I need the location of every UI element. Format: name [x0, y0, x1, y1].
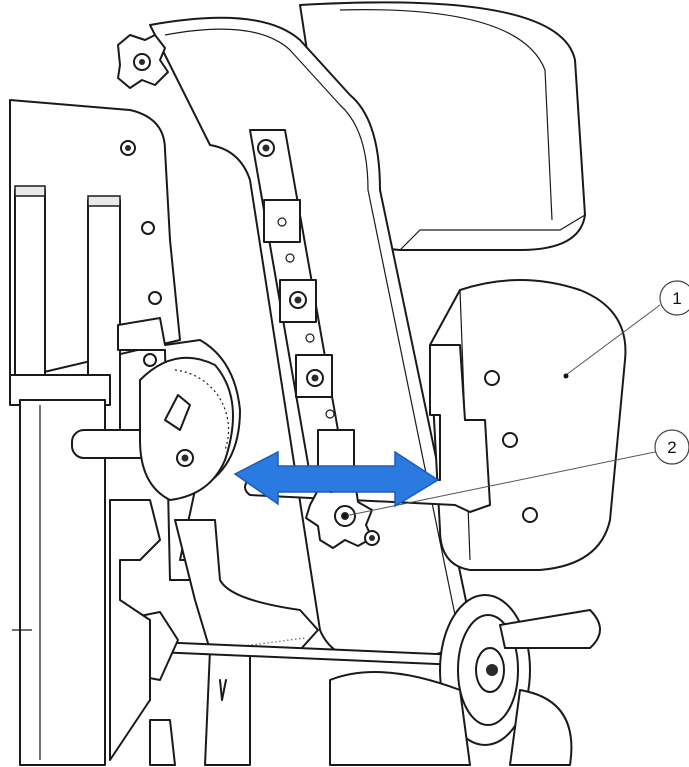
slotted-strip — [249, 129, 355, 476]
lower-base — [329, 671, 573, 766]
callout-1: 1 — [563, 280, 689, 379]
double-headed-arrow-icon — [233, 450, 440, 508]
callout-2-label: 2 — [667, 438, 676, 457]
callout-1-label: 1 — [672, 289, 681, 308]
lower-left-bracket — [109, 499, 176, 766]
top-knob — [117, 34, 169, 89]
angle-scale-disk — [117, 317, 241, 581]
left-column — [9, 374, 111, 766]
angle-scale-arm — [174, 519, 319, 766]
callout-2: 2 — [342, 429, 689, 519]
